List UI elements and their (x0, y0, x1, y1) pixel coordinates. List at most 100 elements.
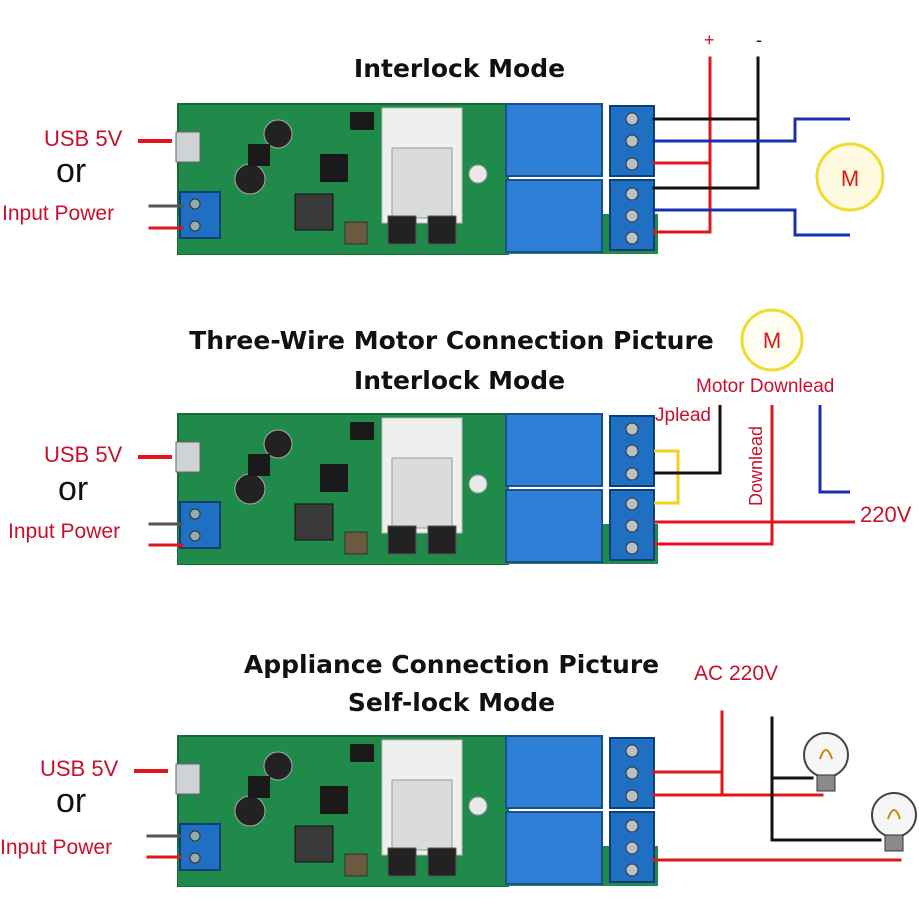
section1-terminal-screw (625, 157, 639, 171)
section2-voltage-label: 220V (860, 502, 912, 527)
section3-button-3 (427, 847, 457, 877)
section2-chip-1 (248, 454, 270, 476)
section1-or-label: or (56, 152, 87, 190)
section2-title-line2: Interlock Mode (353, 366, 566, 395)
section1-usb-label: USB 5V (44, 126, 123, 151)
section2-led (468, 474, 488, 494)
section3-power-label: Input Power (0, 836, 113, 859)
section3-chip-3 (350, 744, 374, 762)
section2-power-screw (189, 530, 201, 542)
bulb-1-glass (803, 732, 849, 778)
section2-inductor (294, 503, 334, 541)
section1-minus-label: - (756, 30, 762, 50)
section2-terminal-screw (625, 541, 639, 555)
section2-capacitor-1 (263, 429, 293, 459)
uplead-wire (654, 405, 722, 475)
bulb-1-filament (819, 749, 833, 760)
relay-icon (505, 811, 603, 885)
section3-power-screw (189, 830, 201, 842)
section2-button-2 (387, 525, 417, 555)
terminal-block-icon (179, 823, 221, 871)
section3-title-line2: Self-lock Mode (347, 688, 556, 717)
section3-title-line1: Appliance Connection Picture (243, 650, 660, 679)
section3-terminal-screw (625, 744, 639, 758)
section3-button-2 (387, 847, 417, 877)
section2-relay-board (175, 413, 658, 565)
motor-label-2: M (763, 328, 781, 353)
section1-terminal-screw (625, 187, 639, 201)
section2-wifi-shield (391, 457, 453, 529)
terminal-block-icon (179, 191, 221, 239)
section1-terminal-screw (625, 134, 639, 148)
section2-usb-label: USB 5V (44, 442, 123, 467)
section1-terminal-screw (625, 209, 639, 223)
section2-button-1 (344, 531, 368, 555)
section1-plus-label: + (704, 30, 715, 50)
section3-button-1 (344, 853, 368, 877)
downlead-wire (654, 405, 774, 546)
motor-icon (740, 308, 804, 372)
section1-button-2 (387, 215, 417, 245)
section3-chip-2 (320, 786, 348, 814)
section3-terminal-screw (625, 841, 639, 855)
section3-terminal-screw (625, 789, 639, 803)
relay-icon (505, 103, 603, 177)
bulb-2-base (884, 834, 904, 852)
section3-terminal-screw (625, 766, 639, 780)
section3-or-label: or (56, 782, 87, 820)
section1-chip-1 (248, 144, 270, 166)
relay-icon (505, 489, 603, 563)
section3-usb-label: USB 5V (40, 756, 119, 781)
relay-icon (505, 735, 603, 809)
section2-terminal-screw (625, 467, 639, 481)
bulb-2-glass (871, 792, 917, 838)
section2-terminal-screw (625, 422, 639, 436)
section3-voltage-label: AC 220V (694, 662, 779, 685)
section3-terminal-screw (625, 819, 639, 833)
section2-motor-downlead-label: Motor Downlead (696, 376, 835, 397)
section2-uplead-label: Jplead (655, 405, 711, 426)
relay-icon (505, 413, 603, 487)
motor-label: M (841, 166, 859, 191)
section3-capacitor-2 (234, 795, 266, 827)
bulb-2-filament (887, 809, 901, 820)
section1-power-screw (189, 198, 201, 210)
motor-lead-top (793, 117, 850, 141)
section1-led (468, 164, 488, 184)
section1-chip-3 (350, 112, 374, 130)
section1-terminal-screw (625, 112, 639, 126)
motor-icon (815, 142, 885, 212)
section1-power-label: Input Power (2, 202, 115, 225)
section1-power-screw (189, 220, 201, 232)
section1-relay-board (175, 103, 658, 255)
section3-led (468, 796, 488, 816)
section1-button-3 (427, 215, 457, 245)
relay-icon (505, 179, 603, 253)
section3-power-screw (189, 852, 201, 864)
motor-downlead-wire (818, 405, 850, 494)
section1-terminal-screw (625, 231, 639, 245)
section1-chip-2 (320, 154, 348, 182)
section1-wifi-shield (391, 147, 453, 219)
section3-chip-1 (248, 776, 270, 798)
section3-relay-board (175, 735, 658, 887)
section2-power-screw (189, 508, 201, 520)
section2-terminal-screw (625, 497, 639, 511)
bulb-1-base (816, 774, 836, 792)
section2-button-3 (427, 525, 457, 555)
section2-capacitor-2 (234, 473, 266, 505)
usb-port-icon (175, 131, 201, 163)
section3-capacitor-1 (263, 751, 293, 781)
section2-terminal-screw (625, 444, 639, 458)
section1-inductor (294, 193, 334, 231)
section3-wifi-shield (391, 779, 453, 851)
section1-capacitor-1 (263, 119, 293, 149)
light-bulb-icon (803, 732, 849, 792)
section2-or-label: or (58, 470, 89, 508)
section2-power-label: Input Power (8, 520, 121, 543)
section1-title: Interlock Mode (353, 54, 566, 83)
terminal-block-icon (179, 501, 221, 549)
section1-button-1 (344, 221, 368, 245)
